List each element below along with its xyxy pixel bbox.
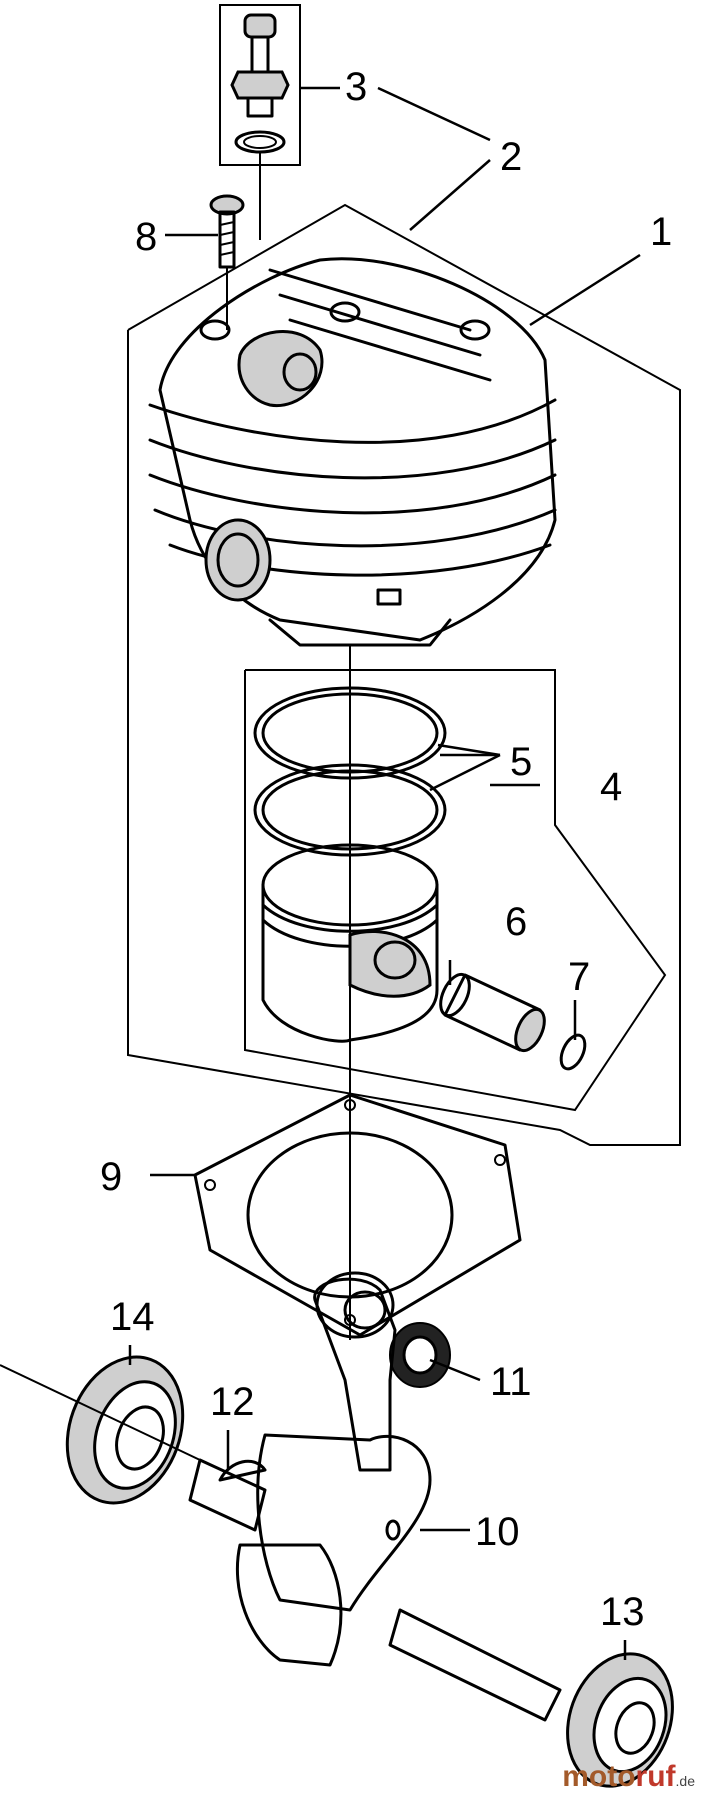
callout-4: 4 — [600, 765, 622, 809]
circlip-part — [559, 1033, 587, 1071]
woodruff-key-part — [218, 1459, 267, 1482]
callout-5: 5 — [510, 740, 532, 784]
piston-pin-part — [439, 972, 546, 1053]
left-ball-bearing-part — [65, 1355, 185, 1505]
cylinder-part — [148, 257, 557, 647]
right-ball-bearing-part — [566, 1652, 674, 1788]
callout-2: 2 — [500, 135, 522, 179]
callout-10: 10 — [475, 1510, 520, 1554]
cylinder-assembly-outline — [127, 203, 681, 1146]
watermark-logo: motoruf.de — [562, 1760, 695, 1794]
piston-assembly-outline — [244, 669, 667, 1112]
watermark-part2: ruf — [635, 1760, 676, 1793]
callout-14: 14 — [110, 1295, 155, 1339]
needle-bearing-part — [389, 1322, 451, 1388]
callout-6: 6 — [505, 900, 527, 944]
crankshaft-part — [188, 1271, 562, 1722]
decompression-valve-part — [219, 4, 301, 166]
callout-3: 3 — [345, 65, 367, 109]
leader-lines — [128, 86, 641, 1660]
left-shaft-axis — [0, 1364, 201, 1461]
callout-12: 12 — [210, 1380, 255, 1424]
cylinder-screw-part — [209, 194, 245, 269]
cylinder-gasket-part — [193, 1093, 522, 1337]
callout-8: 8 — [135, 215, 157, 259]
callout-7: 7 — [568, 955, 590, 999]
callout-13: 13 — [600, 1590, 645, 1634]
callout-11: 11 — [490, 1360, 532, 1404]
callout-9: 9 — [100, 1155, 122, 1199]
callout-1: 1 — [650, 210, 672, 254]
watermark-part1: moto — [562, 1760, 636, 1793]
watermark-suffix: .de — [675, 1773, 695, 1789]
